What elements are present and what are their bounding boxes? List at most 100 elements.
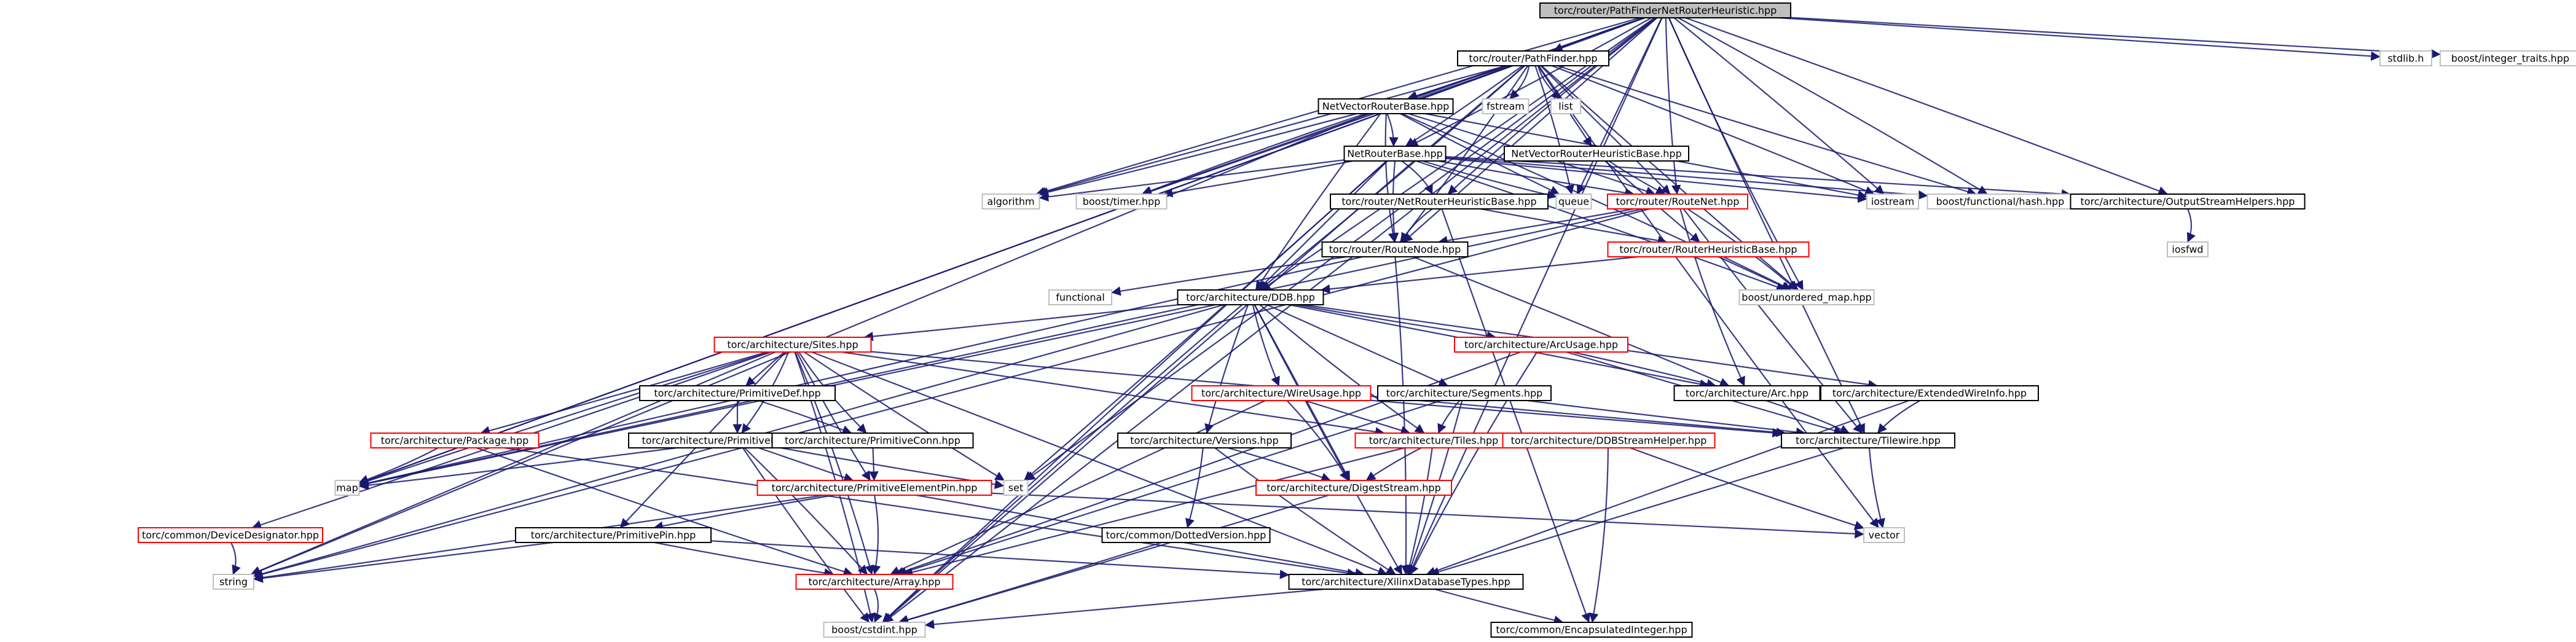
edge-ddb-to-sites [863, 303, 1180, 342]
node-root[interactable]: torc/router/PathFinderNetRouterHeuristic… [1539, 2, 1791, 18]
node-dotted[interactable]: torc/common/DottedVersion.hpp [1101, 527, 1271, 543]
node-ddb[interactable]: torc/architecture/DDB.hpp [1177, 289, 1324, 305]
edge-sites-to-map [358, 351, 771, 486]
edge-sites-to-xdt [811, 351, 1388, 576]
edge-nrb-to-queue [1422, 160, 1557, 200]
node-box [2167, 241, 2209, 257]
edge-pepin-to-ppin [653, 494, 834, 531]
edge-wireusage-to-tilewire [1370, 399, 1782, 438]
edge-wireusage-to-digest [1286, 400, 1349, 481]
node-box [1490, 622, 1693, 638]
node-hash: boost/functional/hash.hpp [1926, 194, 2074, 209]
node-umap: boost/unordered_map.hpp [1738, 289, 1875, 305]
node-box [639, 385, 836, 401]
edge-routenode-to-xdt [1394, 256, 1411, 575]
node-devdes[interactable]: torc/common/DeviceDesignator.hpp [138, 527, 323, 543]
node-ewi[interactable]: torc/architecture/ExtendedWireInfo.hpp [1820, 385, 2039, 401]
node-package[interactable]: torc/architecture/Package.hpp [370, 433, 540, 448]
edge-root-to-osh [1685, 17, 2168, 196]
node-box [1343, 146, 1447, 162]
edge-pathfinder-to-list [1537, 65, 1561, 100]
node-functional: functional [1048, 289, 1112, 305]
node-label: torc/architecture/PrimitiveConn.hpp [785, 435, 960, 447]
node-wireusage[interactable]: torc/architecture/WireUsage.hpp [1191, 385, 1372, 401]
node-box [213, 574, 254, 590]
node-label: iosfwd [2172, 244, 2203, 256]
node-array[interactable]: torc/architecture/Array.hpp [795, 574, 954, 590]
node-tiles[interactable]: torc/architecture/Tiles.hpp [1354, 433, 1513, 448]
node-ddbsh[interactable]: torc/architecture/DDBStreamHelper.hpp [1502, 433, 1716, 448]
node-xdt[interactable]: torc/architecture/XilinxDatabaseTypes.hp… [1288, 574, 1524, 590]
node-arc[interactable]: torc/architecture/Arc.hpp [1673, 385, 1821, 401]
node-cstdint: boost/cstdint.hpp [823, 622, 926, 638]
node-pathfinder[interactable]: torc/router/PathFinder.hpp [1457, 50, 1609, 66]
node-routenet[interactable]: torc/router/RouteNet.hpp [1607, 194, 1748, 209]
edge-pathfinder-to-umap [1541, 65, 1799, 291]
node-osh[interactable]: torc/architecture/OutputStreamHelpers.hp… [2070, 194, 2306, 209]
edge-versions-to-xdt [1214, 447, 1396, 575]
node-pdef[interactable]: torc/architecture/PrimitiveDef.hpp [639, 385, 836, 401]
node-pepin[interactable]: torc/architecture/PrimitiveElementPin.hp… [756, 480, 992, 496]
node-segments[interactable]: torc/architecture/Segments.hpp [1377, 385, 1552, 401]
node-box [1003, 480, 1029, 496]
edge-routenode-to-functional [1111, 256, 1347, 296]
node-label: torc/architecture/WireUsage.hpp [1201, 388, 1361, 399]
node-label: list [1558, 101, 1573, 112]
node-box [1781, 433, 1955, 448]
node-box [1330, 194, 1549, 209]
node-ppin[interactable]: torc/architecture/PrimitivePin.hpp [515, 527, 712, 543]
edge-nrb-to-osh [1445, 155, 2071, 199]
edge-ddbsh-to-vector [1630, 447, 1864, 530]
node-pconn[interactable]: torc/architecture/PrimitiveConn.hpp [771, 433, 974, 448]
node-encint[interactable]: torc/common/EncapsulatedInteger.hpp [1490, 622, 1693, 638]
edge-ddb-to-tiles [1259, 304, 1425, 434]
node-label: torc/router/NetRouterHeuristicBase.hpp [1341, 196, 1536, 208]
edge-nrb-to-umap [1416, 160, 1786, 292]
node-box [823, 622, 926, 638]
edge-tiles-to-xdt [1405, 447, 1433, 575]
node-box [1075, 194, 1168, 209]
edge-ddb-to-xdt [1254, 304, 1403, 575]
edge-ewi-to-tilewire [1877, 400, 1920, 434]
edge-xdt-to-encint [1434, 588, 1564, 625]
edge-pathfinder-to-routenet [1540, 65, 1671, 195]
edge-pathfinder-to-routenode [1399, 65, 1529, 243]
node-label: torc/architecture/Arc.hpp [1686, 388, 1808, 399]
node-box [981, 194, 1040, 209]
node-tilewire[interactable]: torc/architecture/Tilewire.hpp [1781, 433, 1955, 448]
edge-package-to-map [358, 447, 439, 484]
node-label: functional [1056, 292, 1105, 303]
edge-arcusage-to-xdt [1409, 351, 1538, 575]
edge-root-to-inttraits [1790, 17, 2441, 59]
node-box [1321, 241, 1469, 257]
edge-root-to-routenet [1665, 17, 1681, 195]
edge-pathfinder-to-map [358, 65, 1514, 485]
node-label: stdlib.h [2387, 53, 2424, 65]
edge-arcusage-to-array [894, 351, 1521, 576]
node-label: NetVectorRouterHeuristicBase.hpp [1511, 148, 1681, 160]
node-label: boost/timer.hpp [1083, 196, 1161, 208]
node-sites[interactable]: torc/architecture/Sites.hpp [713, 337, 872, 353]
edge-tiles-to-digest [1365, 447, 1422, 481]
node-rhb[interactable]: torc/router/RouterHeuristicBase.hpp [1607, 241, 1810, 257]
node-arcusage[interactable]: torc/architecture/ArcUsage.hpp [1454, 337, 1628, 353]
node-routenode[interactable]: torc/router/RouteNode.hpp [1321, 241, 1469, 257]
node-nvrb[interactable]: NetVectorRouterBase.hpp [1317, 98, 1454, 114]
node-box [1177, 289, 1324, 305]
node-nrhb[interactable]: torc/router/NetRouterHeuristicBase.hpp [1330, 194, 1549, 209]
edge-sites-to-pdef [745, 351, 785, 386]
node-digest[interactable]: torc/architecture/DigestStream.hpp [1255, 480, 1452, 496]
node-list: list [1550, 98, 1581, 114]
edge-pelem-to-map [358, 447, 677, 490]
node-nrb[interactable]: NetRouterBase.hpp [1343, 146, 1447, 162]
edge-nvrb-to-nrb [1386, 113, 1399, 147]
edge-nrb-to-timer [1163, 160, 1353, 198]
node-label: torc/architecture/Versions.hpp [1130, 435, 1278, 447]
node-label: torc/architecture/Sites.hpp [727, 339, 858, 351]
node-nvrhb[interactable]: NetVectorRouterHeuristicBase.hpp [1504, 146, 1689, 162]
edge-ppin-to-array [654, 541, 834, 578]
node-versions[interactable]: torc/architecture/Versions.hpp [1117, 433, 1292, 448]
node-box [1317, 98, 1454, 114]
edge-segments-to-tiles [1437, 400, 1461, 434]
node-label: torc/architecture/PrimitivePin.hpp [531, 530, 696, 541]
